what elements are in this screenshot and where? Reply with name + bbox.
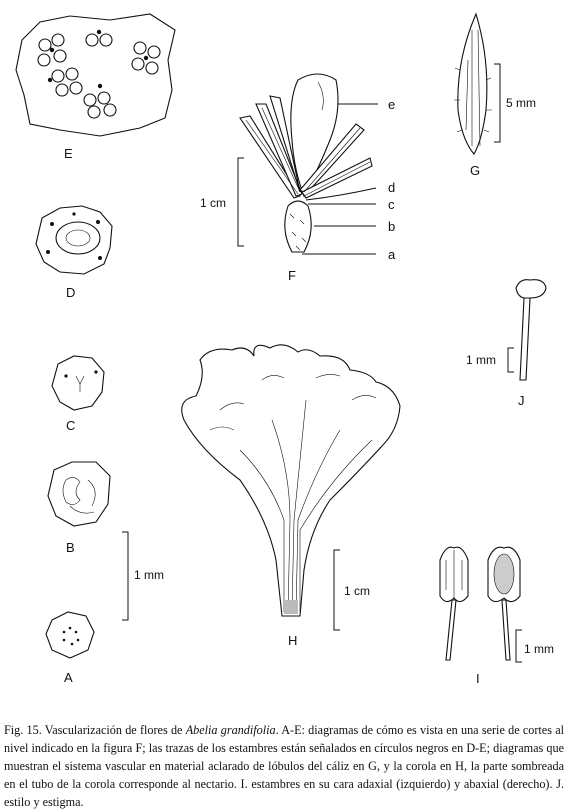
scale-label-h: 1 cm — [344, 584, 370, 598]
part-label-a: a — [388, 247, 396, 262]
scale-label-abcde: 1 mm — [134, 568, 164, 582]
part-label-d: d — [388, 180, 395, 195]
scale-bar-j — [507, 347, 514, 373]
scale-bar-i — [515, 629, 522, 663]
section-a-drawing — [45, 611, 95, 659]
scale-bar-g — [494, 63, 501, 143]
caption-prefix: Fig. 15. Vascularización de flores de — [4, 723, 186, 738]
scale-bar-f — [237, 157, 244, 247]
label-d: D — [66, 285, 75, 300]
style-stigma-j-drawing — [515, 279, 547, 381]
part-label-c: c — [388, 197, 395, 212]
section-e-drawing — [15, 13, 176, 137]
label-c: C — [66, 418, 75, 433]
figure-caption: Fig. 15. Vascularización de flores de Ab… — [4, 721, 564, 811]
scale-bar-abcde — [122, 531, 129, 621]
calyx-lobe-g-drawing — [454, 12, 492, 155]
nectary-shading — [284, 600, 298, 614]
flower-f-drawing — [239, 73, 373, 253]
section-c-drawing — [51, 355, 105, 411]
scale-label-f: 1 cm — [200, 196, 226, 210]
scale-label-j: 1 mm — [466, 353, 496, 367]
label-b: B — [66, 540, 75, 555]
section-b-drawing — [47, 461, 111, 527]
stamen-abaxial-drawing — [487, 546, 521, 661]
part-label-e: e — [388, 97, 395, 112]
label-f: F — [288, 268, 296, 283]
scale-bar-h — [333, 549, 340, 631]
figure-plate: E D C B A 1 mm — [15, 12, 554, 686]
stamen-adaxial-drawing — [439, 546, 469, 661]
section-d-drawing — [35, 205, 113, 275]
scale-label-g: 5 mm — [506, 96, 536, 110]
label-g: G — [470, 163, 480, 178]
label-a: A — [64, 670, 73, 685]
label-i: I — [476, 671, 480, 686]
caption-species: Abelia grandifolia — [185, 723, 276, 738]
label-j: J — [518, 393, 525, 408]
caption-body: . A-E: diagramas de cómo es vista en una… — [4, 723, 564, 810]
label-e: E — [64, 146, 73, 161]
scale-label-i: 1 mm — [524, 642, 554, 656]
corolla-h-drawing — [181, 344, 401, 617]
flower-f-leader-lines — [302, 103, 378, 255]
label-h: H — [288, 633, 297, 648]
part-label-b: b — [388, 219, 395, 234]
